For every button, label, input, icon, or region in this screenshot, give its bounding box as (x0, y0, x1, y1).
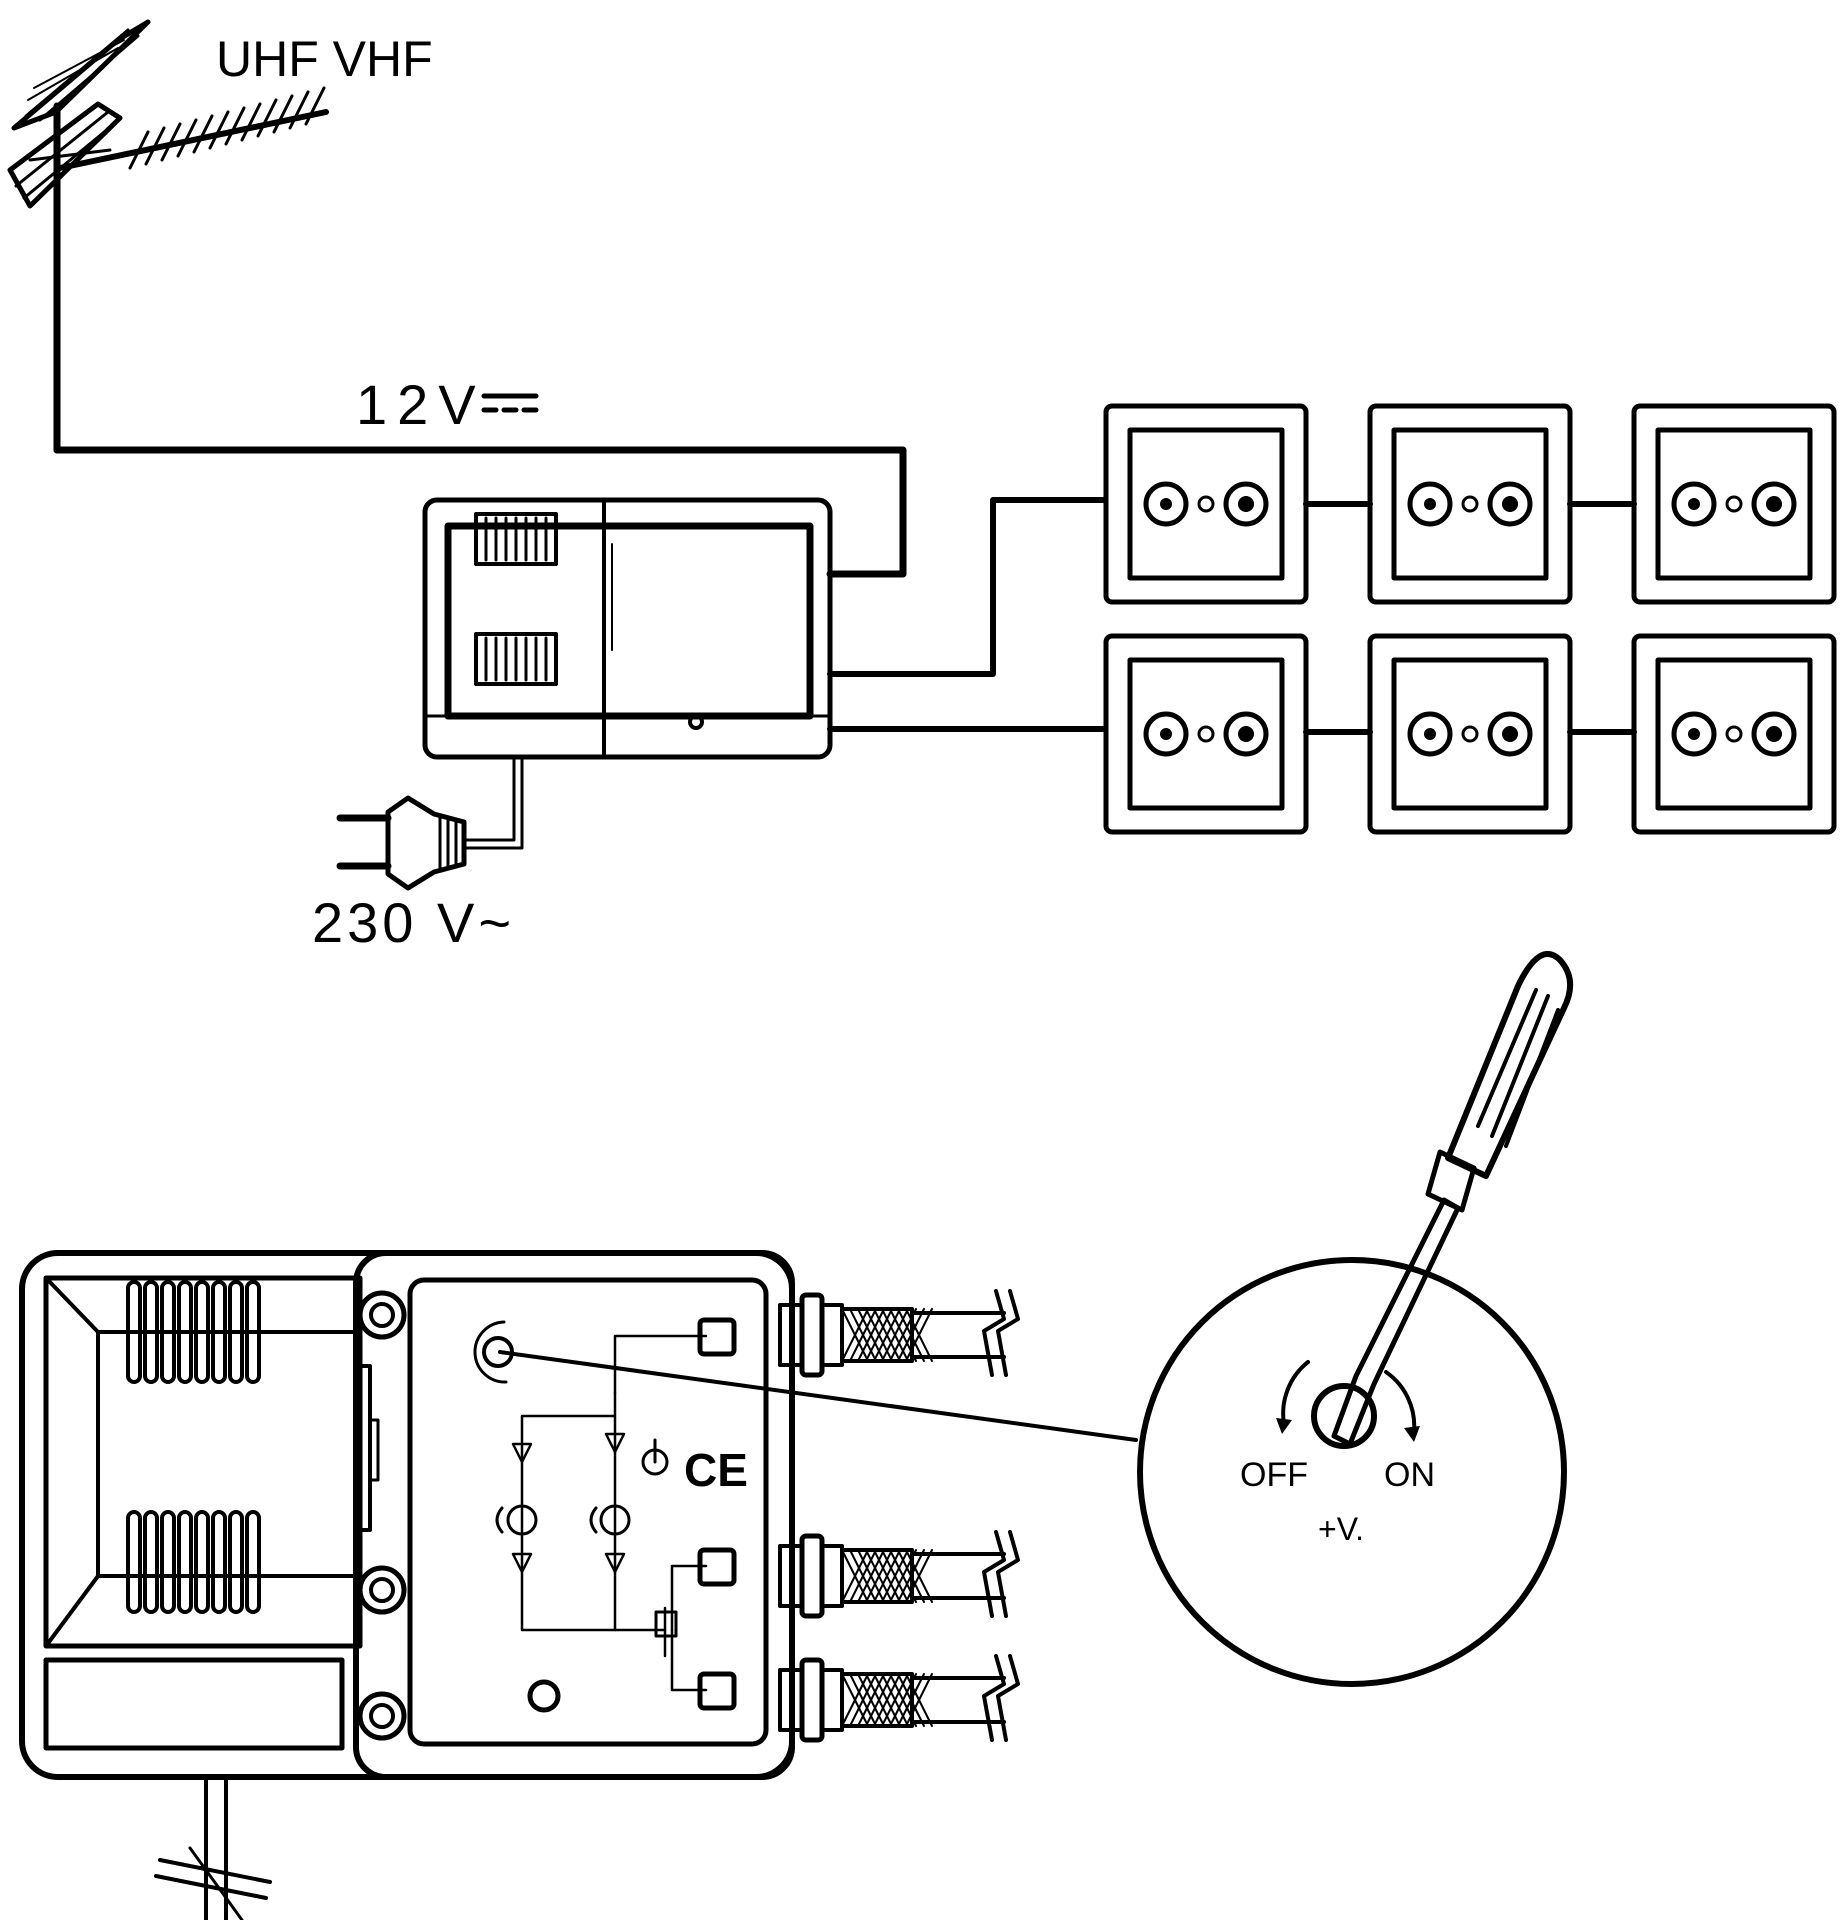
tv-wall-socket-icon (1103, 403, 1309, 605)
heatsink-fin (245, 1280, 261, 1384)
output-cable-upper (827, 497, 1107, 677)
heatsink-fin (143, 1280, 159, 1384)
rotate-arrow-icon (473, 1320, 508, 1384)
heatsink-fin (177, 1280, 193, 1384)
rotate-on-arrow-icon (1384, 1370, 1417, 1434)
tv-wall-socket-icon (1631, 403, 1837, 605)
heatsink-fin (228, 1280, 244, 1384)
heatsink-fins-bottom (126, 1510, 261, 1614)
ce-mark: CE (684, 1444, 748, 1496)
port-out-1-icon (697, 1547, 737, 1587)
antenna-icon (7, 19, 329, 454)
dc-supply-label-group: 12V (356, 373, 539, 436)
heatsink-fin (126, 1280, 142, 1384)
mains-plug-icon (336, 795, 467, 891)
mains-supply-label: 230 V~ (312, 891, 515, 954)
switch-knob-icon (1311, 1383, 1377, 1449)
amplifier-bottom-fins (474, 632, 558, 686)
screwdriver-icon (1331, 951, 1573, 1447)
switch-off-label: OFF (1240, 1456, 1308, 1494)
heatsink-fin (160, 1510, 176, 1614)
tv-wall-socket-icon (1631, 633, 1837, 835)
antenna-bands-label: UHF VHF (216, 31, 433, 87)
amplifier-top-fins (474, 512, 558, 566)
coax-connector-icon (778, 1289, 1020, 1378)
heatsink-fin (211, 1280, 227, 1384)
amplifier-led-icon (688, 714, 704, 730)
heatsink-fin (245, 1510, 261, 1614)
switch-detail-zoom: OFF ON +V. (1137, 1257, 1567, 1687)
zoom-leader-line (498, 1350, 1138, 1442)
cover-screw-icon (357, 1290, 407, 1741)
tv-wall-socket-icon (1103, 633, 1309, 835)
antenna-cable (53, 446, 907, 578)
port-out-2-icon (697, 1671, 737, 1711)
switch-on-label: ON (1384, 1456, 1435, 1494)
tv-wall-socket-icon (1367, 633, 1573, 835)
heatsink-fins-top (126, 1280, 261, 1384)
heatsink-fin (160, 1280, 176, 1384)
mains-cord (462, 755, 516, 842)
tv-wall-socket-icon (1367, 403, 1573, 605)
heatsink-fin (177, 1510, 193, 1614)
mains-cable-bottom (154, 1775, 272, 1922)
heatsink-fin (228, 1510, 244, 1614)
socket-links (1303, 501, 1637, 735)
amplifier-detail-unit: CE (19, 1250, 1138, 1922)
heatsink-fin (143, 1510, 159, 1614)
port-in-icon (697, 1317, 737, 1357)
tv-wall-sockets (1103, 403, 1837, 835)
heatsink-fin (126, 1510, 142, 1614)
heatsink-fin (194, 1280, 210, 1384)
antenna-directors (128, 86, 326, 170)
heatsink-fin (211, 1510, 227, 1614)
dc-supply-label: 12V (356, 373, 486, 436)
heatsink-fin (194, 1510, 210, 1614)
switch-function-label: +V. (1318, 1511, 1364, 1547)
coax-connector-icon (778, 1654, 1020, 1743)
coax-connector-icon (778, 1530, 1020, 1619)
coax-connectors (778, 1289, 1020, 1743)
rotate-off-arrow-icon (1281, 1360, 1310, 1426)
power-led-icon (527, 1679, 561, 1713)
amplifier-unit-icon (422, 497, 833, 760)
